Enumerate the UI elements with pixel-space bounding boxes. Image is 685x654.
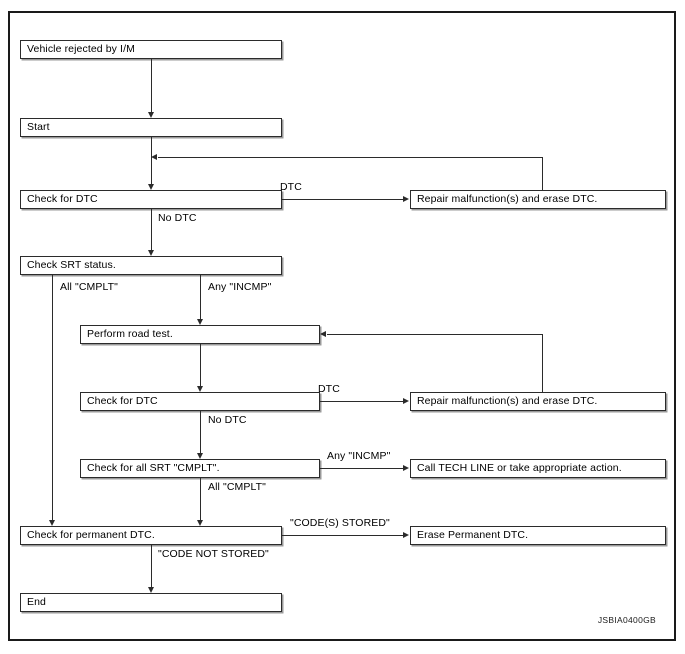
connector-check-dtc2-to-repair2 <box>320 401 403 402</box>
node-label: Check for DTC <box>87 395 158 407</box>
node-label: Check for DTC <box>27 193 98 205</box>
edge-label-dtc-2: DTC <box>318 383 340 395</box>
node-label: Perform road test. <box>87 328 173 340</box>
connector-vehicle-to-start <box>151 59 152 112</box>
node-vehicle-rejected: Vehicle rejected by I/M <box>20 40 282 59</box>
node-label: End <box>27 596 46 608</box>
node-label: Check for permanent DTC. <box>27 529 155 541</box>
node-end: End <box>20 593 282 612</box>
connector-srt-all-cmplt <box>52 275 53 520</box>
connector-all-srt-to-tech-line <box>320 468 403 469</box>
node-erase-permanent-dtc: Erase Permanent DTC. <box>410 526 666 545</box>
arrowhead-srt-all-cmplt <box>48 520 55 526</box>
node-label: Call TECH LINE or take appropriate actio… <box>417 462 622 474</box>
connector-repair1-loopback-horizontal <box>158 157 543 158</box>
connector-check-dtc1-to-repair1 <box>282 199 403 200</box>
edge-label-any-incmp-1: Any "INCMP" <box>208 281 272 293</box>
connector-permanent-dtc-to-end <box>151 545 152 587</box>
arrowhead-check-dtc1-to-srt <box>147 250 154 256</box>
node-label: Repair malfunction(s) and erase DTC. <box>417 395 598 407</box>
arrowhead-repair1-loopback <box>151 153 157 160</box>
arrowhead-road-test-to-check-dtc2 <box>196 386 203 392</box>
connector-check-dtc2-to-all-srt <box>200 411 201 453</box>
edge-label-code-not-stored: "CODE NOT STORED" <box>158 548 269 560</box>
node-label: Check for all SRT "CMPLT". <box>87 462 220 474</box>
edge-label-dtc-1: DTC <box>280 181 302 193</box>
node-check-permanent-dtc: Check for permanent DTC. <box>20 526 282 545</box>
node-repair-erase-2: Repair malfunction(s) and erase DTC. <box>410 392 666 411</box>
arrowhead-check-dtc1-to-repair1 <box>403 195 409 202</box>
node-repair-erase-1: Repair malfunction(s) and erase DTC. <box>410 190 666 209</box>
arrowhead-repair2-loopback <box>320 330 326 337</box>
connector-check-dtc1-to-srt <box>151 209 152 250</box>
arrowhead-check-dtc2-to-repair2 <box>403 397 409 404</box>
node-start: Start <box>20 118 282 137</box>
arrowhead-permanent-dtc-to-end <box>147 587 154 593</box>
arrowhead-srt-any-incmp <box>196 319 203 325</box>
node-label: Repair malfunction(s) and erase DTC. <box>417 193 598 205</box>
edge-label-all-cmplt-2: All "CMPLT" <box>208 481 266 493</box>
edge-label-all-cmplt-1: All "CMPLT" <box>60 281 118 293</box>
edge-label-no-dtc-2: No DTC <box>208 414 247 426</box>
arrowhead-all-srt-to-permanent-dtc <box>196 520 203 526</box>
connector-start-to-check-dtc-1 <box>151 137 152 184</box>
arrowhead-start-to-check-dtc-1 <box>147 184 154 190</box>
edge-label-any-incmp-2: Any "INCMP" <box>327 450 391 462</box>
node-label: Check SRT status. <box>27 259 116 271</box>
figure-reference-code: JSBIA0400GB <box>597 615 656 625</box>
edge-label-codes-stored: "CODE(S) STORED" <box>290 517 390 529</box>
node-label: Start <box>27 121 50 133</box>
connector-repair1-loopback-vertical <box>542 157 543 190</box>
connector-repair2-loopback-horizontal <box>327 334 543 335</box>
connector-repair2-loopback-vertical <box>542 334 543 392</box>
connector-permanent-dtc-to-erase <box>282 535 403 536</box>
node-call-tech-line: Call TECH LINE or take appropriate actio… <box>410 459 666 478</box>
node-label: Erase Permanent DTC. <box>417 529 529 541</box>
arrowhead-check-dtc2-to-all-srt <box>196 453 203 459</box>
node-perform-road-test: Perform road test. <box>80 325 320 344</box>
node-check-dtc-1: Check for DTC <box>20 190 282 209</box>
arrowhead-vehicle-to-start <box>147 112 154 118</box>
arrowhead-all-srt-to-tech-line <box>403 464 409 471</box>
arrowhead-permanent-dtc-to-erase <box>403 531 409 538</box>
node-label: Vehicle rejected by I/M <box>27 43 135 55</box>
figure-frame: Vehicle rejected by I/M Start Check for … <box>8 11 676 641</box>
node-check-srt-status: Check SRT status. <box>20 256 282 275</box>
edge-label-no-dtc-1: No DTC <box>158 212 197 224</box>
connector-srt-any-incmp <box>200 275 201 319</box>
connector-all-srt-to-permanent-dtc <box>200 478 201 520</box>
node-check-dtc-2: Check for DTC <box>80 392 320 411</box>
node-check-all-srt-cmplt: Check for all SRT "CMPLT". <box>80 459 320 478</box>
connector-road-test-to-check-dtc2 <box>200 344 201 386</box>
